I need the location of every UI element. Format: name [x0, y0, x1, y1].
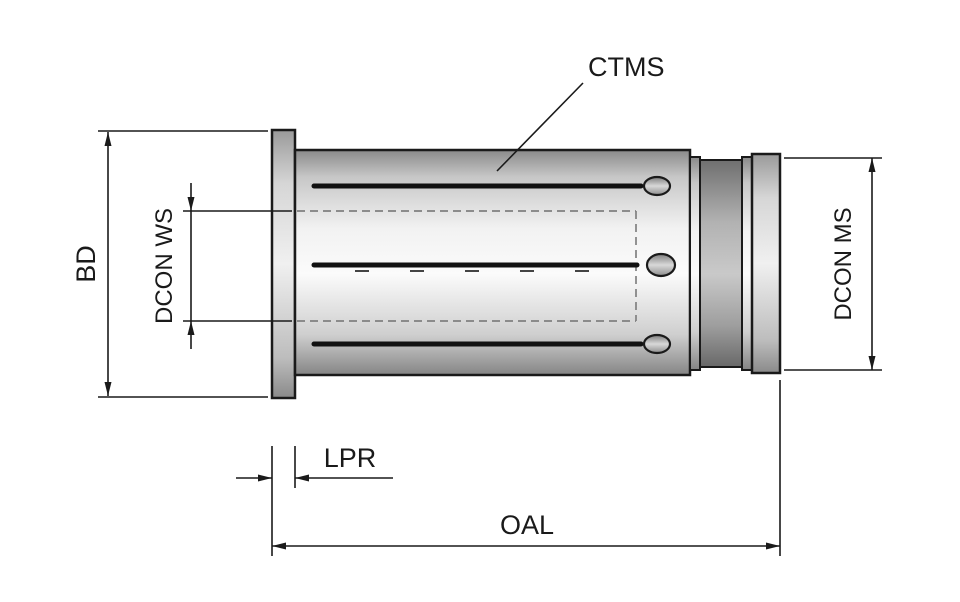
slot-hole-middle — [645, 252, 677, 278]
label-ctms: CTMS — [588, 52, 665, 82]
dim-label-dcon-ws: DCON WS — [151, 208, 178, 324]
bd-arrow-down — [104, 382, 112, 396]
end-ring — [750, 152, 782, 375]
groove-ring — [741, 156, 753, 371]
ctms-leader-line — [496, 82, 584, 172]
lpr-arrow-left — [258, 474, 272, 482]
dcon-ws-arrow-top — [187, 197, 195, 211]
dcon-ws-arrow-bottom — [187, 321, 195, 335]
lpr-arrow-right — [295, 474, 309, 482]
flange-shape — [270, 128, 297, 400]
dim-oal: OAL — [272, 380, 781, 556]
dim-lpr: LPR — [236, 443, 393, 556]
slot-hole-bottom — [642, 333, 672, 355]
collar-band — [699, 159, 743, 368]
dim-label-oal: OAL — [500, 510, 554, 540]
dim-bd: BD — [71, 130, 268, 398]
neck-step — [689, 156, 701, 371]
dcon-ms-arrow-up — [868, 158, 876, 172]
dim-dcon-ms: DCON MS — [784, 157, 882, 371]
slot-hole-top — [642, 175, 672, 197]
bd-arrow-up — [104, 132, 112, 146]
dim-label-bd: BD — [71, 245, 101, 283]
dim-label-lpr: LPR — [324, 443, 377, 473]
dim-label-dcon-ms: DCON MS — [830, 207, 857, 320]
dcon-ms-arrow-down — [868, 356, 876, 370]
oal-arrow-right — [766, 542, 780, 550]
oal-arrow-left — [272, 542, 286, 550]
dim-dcon-ws: DCON WS — [151, 183, 292, 349]
